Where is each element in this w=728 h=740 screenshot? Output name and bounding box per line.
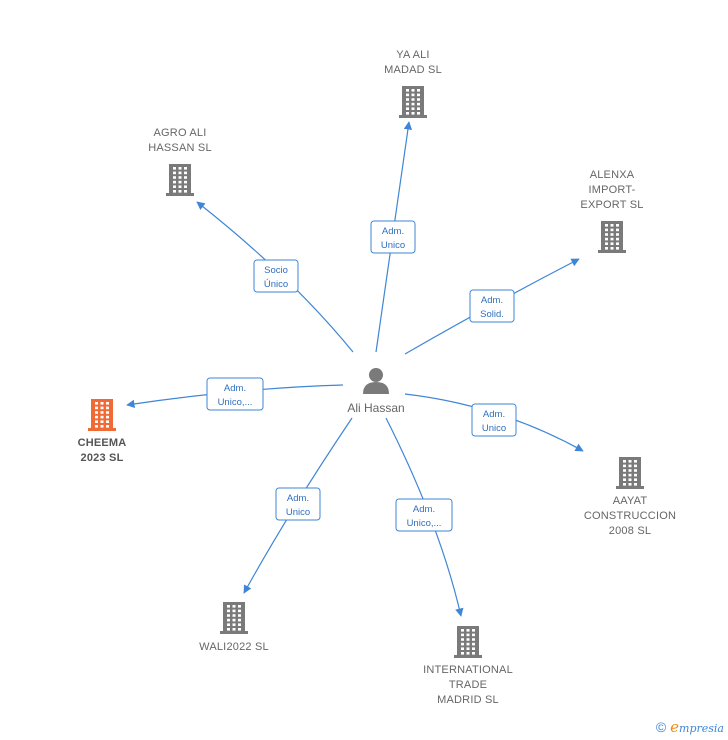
companies-layer: YA ALI MADAD SL AGRO ALI HASSAN SL ALENXA IMP… xyxy=(78,49,676,706)
relation-badge-box xyxy=(370,220,416,254)
relation-badge-text: Unico,... xyxy=(407,518,442,529)
company-label-line: AAYAT xyxy=(613,495,648,507)
building-icon xyxy=(399,86,427,118)
company-node-cheema-2023[interactable]: CHEEMA 2023 SL xyxy=(78,399,127,464)
company-label-line: AGRO ALI xyxy=(154,127,207,139)
company-node-ya-ali-madad[interactable]: YA ALI MADAD SL xyxy=(384,49,442,118)
building-icon xyxy=(454,626,482,658)
company-label-line: 2008 SL xyxy=(609,525,651,537)
building-icon xyxy=(166,164,194,196)
relation-badge-text: Unico xyxy=(286,507,310,518)
relation-badge-text: Unico xyxy=(381,240,405,251)
building-icon xyxy=(598,221,626,253)
relation-badge-alenxa-import-export[interactable]: Adm. Solid. xyxy=(469,289,515,323)
company-label-line: CHEEMA xyxy=(78,437,127,449)
relation-badge-text: Adm. xyxy=(483,409,505,420)
relation-badge-international-trade-madrid[interactable]: Adm. Unico,... xyxy=(395,498,453,532)
relation-badge-text: Adm. xyxy=(382,226,404,237)
relation-badge-box xyxy=(253,259,299,293)
building-icon xyxy=(616,457,644,489)
relation-badge-text: Adm. xyxy=(287,493,309,504)
relation-badge-text: Unico,... xyxy=(218,397,253,408)
footer-credit: ©empresia xyxy=(656,718,724,736)
company-label-line: 2023 SL xyxy=(81,452,124,464)
relation-badge-text: Socio xyxy=(264,265,288,276)
company-label-line: HASSAN SL xyxy=(148,142,212,154)
relation-badge-text: Unico xyxy=(482,423,506,434)
company-label-line: IMPORT- xyxy=(588,184,635,196)
company-node-alenxa-import-export[interactable]: ALENXA IMPORT- EXPORT SL xyxy=(580,169,643,253)
company-node-international-trade-madrid[interactable]: INTERNATIONAL TRADE MADRID SL xyxy=(423,626,513,706)
person-icon xyxy=(363,368,389,394)
building-icon xyxy=(88,399,116,431)
relation-badge-text: Único xyxy=(264,279,288,290)
relation-badge-box xyxy=(395,498,453,532)
company-label-line: MADAD SL xyxy=(384,64,442,76)
copyright-symbol: © xyxy=(655,719,667,735)
company-label-line: INTERNATIONAL xyxy=(423,664,513,676)
company-label-line: ALENXA xyxy=(590,169,635,181)
relation-badge-wali2022[interactable]: Adm. Unico xyxy=(275,487,321,521)
relation-badge-text: Solid. xyxy=(480,309,504,320)
center-person-node[interactable]: Ali Hassan xyxy=(347,368,405,415)
company-label-line: YA ALI xyxy=(396,49,429,61)
relation-badge-text: Adm. xyxy=(481,295,503,306)
company-label-line: WALI2022 SL xyxy=(199,641,269,653)
relation-badge-box xyxy=(206,377,264,411)
relation-badge-ya-ali-madad[interactable]: Adm. Unico xyxy=(370,220,416,254)
relation-badge-box xyxy=(469,289,515,323)
brand-initial: e xyxy=(670,718,680,736)
company-label-line: CONSTRUCCION xyxy=(584,510,676,522)
relation-badge-box xyxy=(471,403,517,437)
company-node-aayat-construccion[interactable]: AAYAT CONSTRUCCION 2008 SL xyxy=(584,457,676,537)
building-icon xyxy=(220,602,248,634)
company-node-wali2022[interactable]: WALI2022 SL xyxy=(199,602,269,653)
relation-badges-layer: Adm.UnicoSocioÚnicoAdm.Solid.Adm.Unico,.… xyxy=(206,220,517,532)
relation-badge-cheema-2023[interactable]: Adm. Unico,... xyxy=(206,377,264,411)
relations-layer xyxy=(126,121,584,617)
relation-badge-box xyxy=(275,487,321,521)
relation-badge-text: Adm. xyxy=(413,504,435,515)
brand-name: mpresia xyxy=(679,722,724,735)
relation-badge-text: Adm. xyxy=(224,383,246,394)
person-name-label: Ali Hassan xyxy=(347,401,404,415)
company-label-line: MADRID SL xyxy=(437,694,499,706)
company-node-agro-ali-hassan[interactable]: AGRO ALI HASSAN SL xyxy=(148,127,212,196)
company-label-line: TRADE xyxy=(449,679,487,691)
relation-badge-aayat-construccion[interactable]: Adm. Unico xyxy=(471,403,517,437)
company-label-line: EXPORT SL xyxy=(580,199,643,211)
